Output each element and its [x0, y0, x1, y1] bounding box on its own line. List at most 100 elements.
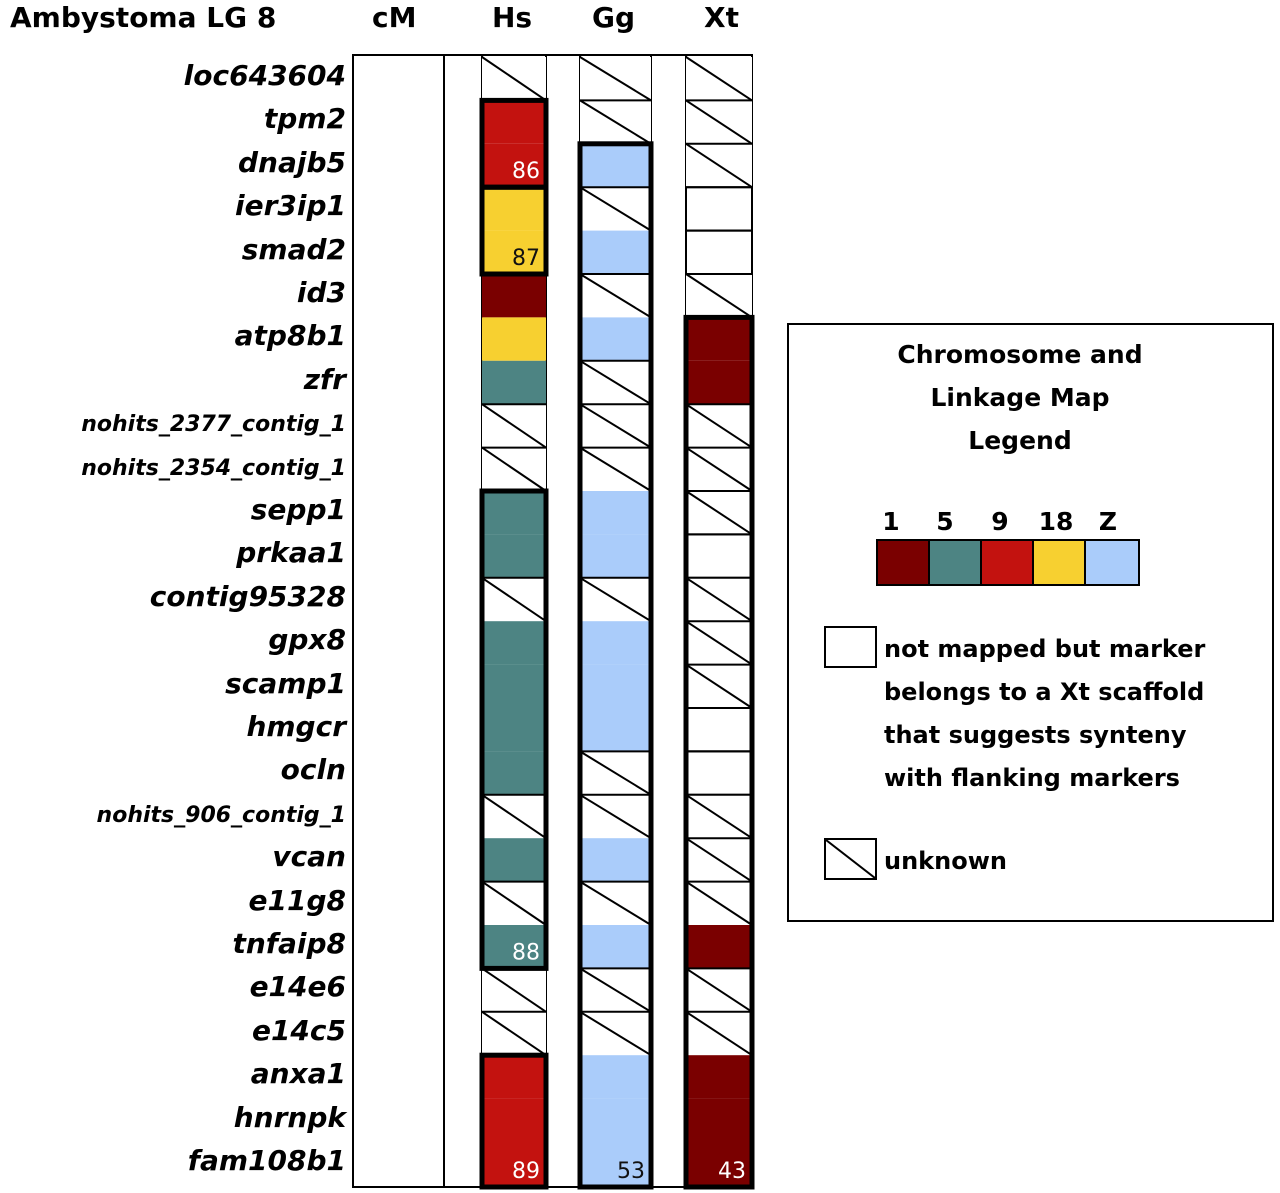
chromosome-Z-cell	[580, 1142, 651, 1187]
legend-unknown-label: unknown	[884, 847, 1007, 875]
legend-swatch-Z	[1086, 541, 1138, 584]
unknown-hatch-icon	[579, 446, 652, 492]
legend-panel: Chromosome and Linkage Map Legend 1 5 9 …	[787, 323, 1274, 922]
chromosome-18-cell	[482, 317, 546, 361]
empty-cell	[685, 750, 753, 796]
unknown-hatch-icon	[481, 967, 547, 1013]
synteny-block-outline	[479, 184, 549, 277]
chromosome-Z-cell	[580, 534, 651, 578]
unknown-hatch-icon	[481, 403, 547, 449]
map-title: Ambystoma LG 8	[10, 1, 277, 34]
chromosome-1-cell	[686, 1142, 752, 1187]
unknown-hatch-icon	[685, 56, 753, 102]
unknown-hatch-icon	[685, 967, 753, 1013]
unknown-hatch-icon	[579, 56, 652, 102]
unknown-hatch-icon	[579, 186, 652, 232]
empty-cell	[685, 186, 753, 232]
marker-name: sepp1	[250, 493, 346, 526]
legend-title: Chromosome and Linkage Map Legend	[789, 333, 1251, 462]
unknown-hatch-icon	[685, 403, 753, 449]
legend-title-line: Legend	[968, 426, 1072, 455]
chromosome-1-cell	[482, 274, 546, 318]
chromosome-Z-cell	[580, 838, 651, 882]
unknown-hatch-icon	[824, 838, 877, 880]
marker-name: atp8b1	[234, 319, 346, 353]
chromosome-Z-cell	[580, 143, 651, 188]
legend-swatch-18	[1034, 541, 1086, 584]
chromosome-1-cell	[686, 925, 752, 969]
legend-chromosome-label: 1	[882, 507, 900, 536]
marker-name: prkaa1	[236, 536, 346, 570]
unknown-hatch-icon	[579, 359, 652, 406]
gg-column-header: Gg	[592, 1, 636, 34]
unknown-hatch-icon	[481, 56, 547, 102]
xt-column-header: Xt	[704, 1, 739, 34]
marker-name: ier3ip1	[234, 189, 346, 223]
block-percent-label: 87	[512, 246, 540, 271]
marker-name: loc643604	[183, 59, 346, 92]
legend-swatch-9	[982, 541, 1034, 584]
unknown-hatch-icon	[685, 273, 753, 319]
legend-text-line: not mapped but marker	[884, 635, 1206, 663]
legend-title-line: Linkage Map	[930, 383, 1110, 412]
chromosome-5-cell	[482, 360, 546, 405]
block-percent-label: 53	[617, 1159, 645, 1184]
legend-chromosome-label: 9	[991, 507, 1009, 536]
unknown-hatch-icon	[481, 446, 547, 492]
marker-name: nohits_2377_contig_1	[81, 412, 346, 438]
chromosome-9-cell	[482, 100, 546, 144]
marker-name: vcan	[272, 840, 346, 874]
block-percent-label: 88	[512, 940, 540, 965]
chromosome-Z-cell	[580, 230, 651, 274]
chromosome-Z-cell	[580, 317, 651, 361]
chromosome-1-cell	[686, 1055, 752, 1099]
legend-chromosome-label: 5	[936, 507, 954, 536]
chromosome-1-cell	[686, 1098, 752, 1142]
chromosome-5-cell	[482, 621, 546, 665]
legend-text-line: belongs to a Xt scaffold	[884, 678, 1205, 706]
unknown-hatch-icon	[685, 620, 753, 666]
empty-cell	[685, 707, 753, 753]
marker-name: smad2	[241, 232, 346, 266]
unknown-hatch-icon	[481, 576, 547, 623]
unknown-hatch-icon	[579, 99, 652, 145]
unknown-hatch-icon	[481, 880, 547, 926]
chromosome-18-cell	[482, 230, 546, 274]
marker-name: fam108b1	[187, 1144, 346, 1177]
chromosome-5-cell	[482, 664, 546, 708]
unknown-hatch-icon	[685, 880, 753, 926]
legend-chromosome-label: Z	[1098, 507, 1118, 536]
chromosome-9-cell	[482, 143, 546, 188]
chromosome-Z-cell	[580, 925, 651, 969]
marker-name: id3	[296, 276, 346, 309]
unknown-hatch-icon	[579, 1010, 652, 1057]
unknown-hatch-icon	[579, 576, 652, 623]
marker-name: tnfaip8	[232, 927, 346, 960]
cm-column-header: cM	[372, 1, 417, 34]
chromosome-9-cell	[482, 1142, 546, 1187]
hs-column-header: Hs	[492, 1, 533, 34]
unknown-hatch-icon	[685, 490, 753, 536]
chromosome-9-cell	[482, 1055, 546, 1099]
chromosome-5-cell	[482, 925, 546, 969]
marker-name: ocln	[280, 753, 346, 787]
chromosome-Z-cell	[580, 621, 651, 665]
marker-name: hmgcr	[246, 710, 346, 743]
unknown-hatch-icon	[481, 1010, 547, 1057]
chromosome-1-cell	[686, 317, 752, 361]
marker-name: nohits_906_contig_1	[96, 802, 346, 828]
empty-cell	[685, 533, 753, 579]
unknown-hatch-icon	[685, 837, 753, 883]
marker-name: scamp1	[225, 666, 346, 700]
legend-swatches	[876, 539, 1140, 586]
unknown-hatch-icon	[579, 793, 652, 840]
legend-empty-label: not mapped but marker belongs to a Xt sc…	[884, 628, 1205, 800]
block-percent-label: 89	[512, 1159, 540, 1184]
marker-name: gpx8	[268, 623, 346, 657]
empty-box-icon	[824, 626, 877, 668]
synteny-block-outline	[683, 314, 755, 1190]
chromosome-18-cell	[482, 187, 546, 231]
chromosome-Z-cell	[580, 708, 651, 752]
marker-name: zfr	[303, 362, 346, 396]
unknown-hatch-icon	[579, 403, 652, 449]
